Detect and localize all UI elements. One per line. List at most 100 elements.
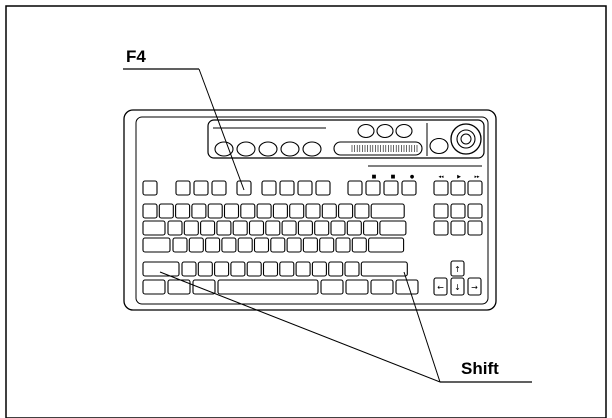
key-z-5 [262,261,279,277]
key-a-4 [237,237,253,253]
callout-f4: F4 [123,47,245,191]
key-num-12 [338,203,354,219]
key-num-13 [354,203,370,219]
key-caps [142,237,171,253]
key-a-10 [335,237,351,253]
key-z-6 [279,261,295,277]
key-nav-5 [467,220,483,236]
key-z-1 [197,261,213,277]
key-backspace [370,203,405,219]
key-a-11 [351,237,367,253]
key-q-8 [297,220,313,236]
key-num-4 [207,203,223,219]
indicator-2: ● [410,174,415,180]
key-nav-top-1 [450,180,466,196]
callout-shift: Shift [159,271,532,383]
indicator-5: ▸▸ [474,174,480,180]
callout-f4-label: F4 [126,47,146,66]
key-q-6 [265,220,281,236]
key-f12 [401,180,417,196]
key-ctrl-mid [370,279,394,295]
key-nav-1 [450,203,466,219]
key-menu [345,279,369,295]
key-f10 [365,180,381,196]
arrow-up-key [450,260,465,277]
key-grid [142,180,483,295]
key-q-11 [346,220,362,236]
arrow-left-key [433,277,448,296]
panel-round-buttons [214,123,449,157]
key-q-1 [183,220,199,236]
key-f6 [279,180,295,196]
key-z-4 [246,261,262,277]
key-f8 [315,180,331,196]
key-nav-0 [433,203,449,219]
key-z-0 [181,261,197,277]
arrow-left-icon: ← [437,283,444,292]
slider-ticks [351,145,418,152]
key-z-2 [214,261,230,277]
arrow-up-icon: ↑ [454,265,461,274]
key-f1 [175,180,191,196]
key-num-2 [175,203,191,219]
indicator-3: ◂◂ [438,174,444,180]
key-f2 [193,180,209,196]
key-tab [142,220,166,236]
key-q-3 [216,220,232,236]
key-num-0 [142,203,158,219]
key-alt-left [192,279,216,295]
key-a-7 [286,237,302,253]
key-q-10 [330,220,346,236]
key-nav-top-2 [467,180,483,196]
key-f9 [347,180,363,196]
key-f11 [383,180,399,196]
key-shift-left [142,261,180,277]
key-z-10 [344,261,360,277]
arrow-right-key [467,277,482,296]
arrow-down-icon: ↓ [454,283,461,292]
key-num-6 [240,203,256,219]
key-alt-right [320,279,344,295]
key-z-3 [230,261,246,277]
arrow-down-key [450,277,465,296]
key-backslash [379,220,407,236]
key-q-12 [363,220,379,236]
key-q-7 [281,220,297,236]
key-enter [368,237,405,253]
key-z-8 [311,261,327,277]
key-num-11 [321,203,337,219]
key-a-9 [319,237,335,253]
key-shift-right [360,261,408,277]
indicator-0: ■ [372,174,377,180]
key-a-1 [188,237,204,253]
key-a-6 [270,237,286,253]
indicator-1: ■ [391,174,396,180]
key-q-5 [248,220,265,236]
key-a-5 [253,237,270,253]
media-indicators: ■ ■ ● ◂◂ ▶ ▸▸ [368,165,482,180]
key-nav-3 [433,220,449,236]
key-num-7 [256,203,272,219]
key-num-10 [305,203,321,219]
jog-dial [450,123,482,155]
key-num-5 [223,203,240,219]
indicator-4: ▶ [457,174,461,180]
key-num-3 [191,203,207,219]
key-a-3 [221,237,237,253]
key-a-0 [172,237,188,253]
key-q-0 [167,220,183,236]
key-f3 [211,180,227,196]
arrow-right-icon: → [471,283,478,292]
callout-shift-label: Shift [461,359,499,378]
key-nav-top-0 [433,180,449,196]
key-q-9 [314,220,330,236]
key-num-1 [158,203,174,219]
key-z-7 [295,261,311,277]
key-f4 [236,180,252,196]
key-q-2 [200,220,216,236]
key-space [217,279,319,295]
key-num-9 [289,203,305,219]
key-a-2 [205,237,221,253]
key-esc [142,180,158,196]
